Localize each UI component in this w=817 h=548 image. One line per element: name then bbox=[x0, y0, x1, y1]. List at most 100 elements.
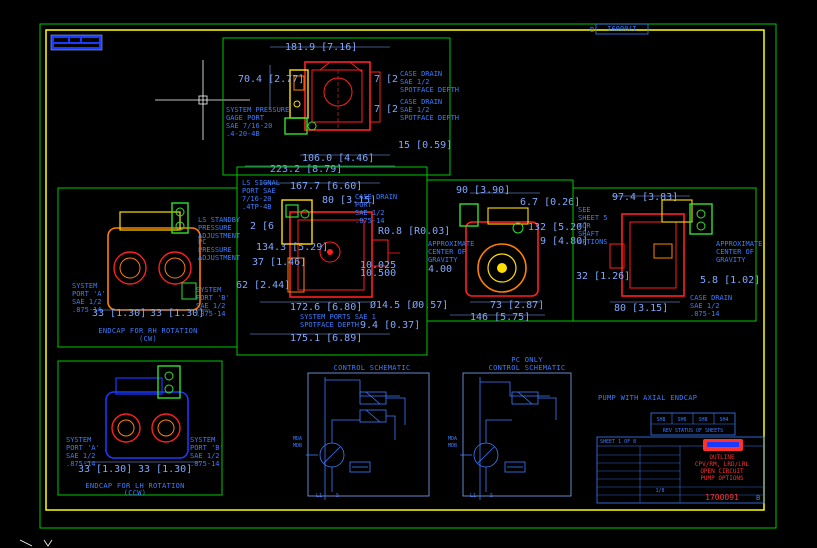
svg-text:9.4 [0.37]: 9.4 [0.37] bbox=[360, 320, 420, 331]
svg-text:5.8 [1.02]: 5.8 [1.02] bbox=[700, 275, 760, 286]
svg-text:90 [3.90]: 90 [3.90] bbox=[456, 185, 510, 196]
svg-text:33 [1.30]: 33 [1.30] bbox=[150, 308, 204, 319]
svg-text:4.00: 4.00 bbox=[428, 264, 452, 275]
svg-text:(CW): (CW) bbox=[139, 335, 157, 343]
svg-text:132 [5.20]: 132 [5.20] bbox=[528, 222, 588, 233]
svg-text:OPEN CIRCUIT: OPEN CIRCUIT bbox=[700, 468, 744, 475]
svg-text:SH8: SH8 bbox=[698, 417, 707, 423]
svg-text:32 [1.26]: 32 [1.26] bbox=[576, 271, 630, 282]
svg-text:R0.8 [R0.03]: R0.8 [R0.03] bbox=[378, 226, 450, 237]
svg-text:33 [1.30]: 33 [1.30] bbox=[92, 308, 146, 319]
company-logo bbox=[50, 34, 103, 51]
title-block[interactable]: SHEET 1 OF 8 OUTLINE CPV/RM, LRD/LRL OPE… bbox=[596, 436, 765, 504]
title-logo bbox=[703, 439, 743, 451]
svg-text:10.025: 10.025 bbox=[360, 260, 396, 271]
axial-endcap-note: PUMP WITH AXIAL ENDCAP bbox=[598, 394, 697, 402]
svg-text:106.0 [4.46]: 106.0 [4.46] bbox=[302, 153, 374, 164]
right-view[interactable]: 97.4 [3.83] 32 [1.26] 5.8 [1.02] 80 [3.1… bbox=[572, 187, 762, 322]
svg-text:146 [5.75]: 146 [5.75] bbox=[470, 312, 530, 323]
svg-text:PC ONLY: PC ONLY bbox=[511, 356, 543, 364]
svg-text:7 [2: 7 [2 bbox=[374, 104, 398, 115]
svg-text:Ø14.5 [Ø0.57]: Ø14.5 [Ø0.57] bbox=[370, 299, 448, 311]
svg-text:B: B bbox=[590, 26, 594, 34]
svg-text:MDB: MDB bbox=[293, 443, 302, 449]
svg-text:33 [1.30]: 33 [1.30] bbox=[138, 464, 192, 475]
svg-text:SH4: SH4 bbox=[719, 417, 728, 423]
control-schematic-right[interactable]: PC ONLY CONTROL SCHEMATIC MDA MDB L1 S bbox=[448, 356, 572, 500]
svg-text:CPV/RM, LRD/LRL: CPV/RM, LRD/LRL bbox=[695, 461, 750, 468]
svg-text:MDA: MDA bbox=[293, 436, 302, 442]
svg-text:CONTROL SCHEMATIC: CONTROL SCHEMATIC bbox=[489, 364, 566, 372]
svg-text:80 [3.15]: 80 [3.15] bbox=[322, 195, 376, 206]
side-view[interactable]: 167.7 [6.60] 80 [3.15] R0.8 [R0.03] 2 [6… bbox=[236, 166, 450, 356]
svg-text:S: S bbox=[490, 493, 493, 499]
revision-status-table: SH8 SH6 SH8 SH4 REV STATUS OF SHEETS bbox=[650, 412, 736, 436]
svg-text:10.500: 10.500 bbox=[360, 268, 396, 279]
svg-text:181.9 [7.16]: 181.9 [7.16] bbox=[285, 42, 357, 53]
svg-text:CONTROL SCHEMATIC: CONTROL SCHEMATIC bbox=[334, 364, 411, 372]
svg-text:167.7 [6.60]: 167.7 [6.60] bbox=[290, 181, 362, 192]
svg-text:1/8: 1/8 bbox=[655, 488, 664, 494]
svg-text:97.4 [3.83]: 97.4 [3.83] bbox=[612, 192, 678, 203]
svg-text:9 [4.80]: 9 [4.80] bbox=[540, 236, 588, 247]
top-drawing-number: 1700091 B bbox=[590, 23, 649, 35]
arrow-cursor-icon bbox=[19, 539, 53, 547]
svg-text:PUMP OPTIONS: PUMP OPTIONS bbox=[700, 475, 744, 482]
svg-text:172.6 [6.80]: 172.6 [6.80] bbox=[290, 302, 362, 313]
svg-text:SH8: SH8 bbox=[656, 417, 665, 423]
svg-text:15 [0.59]: 15 [0.59] bbox=[398, 140, 452, 151]
svg-text:2 [6: 2 [6 bbox=[250, 221, 274, 232]
svg-text:37 [1.46]: 37 [1.46] bbox=[252, 257, 306, 268]
drawing-border bbox=[45, 29, 765, 511]
svg-text:73 [2.87]: 73 [2.87] bbox=[490, 300, 544, 311]
svg-text:MDA: MDA bbox=[448, 436, 457, 442]
crosshair-cursor-icon bbox=[155, 60, 250, 140]
svg-text:MDB: MDB bbox=[448, 443, 457, 449]
svg-text:L1: L1 bbox=[470, 493, 476, 499]
outer-frame bbox=[39, 23, 777, 529]
svg-text:ENDCAP FOR LH ROTATION: ENDCAP FOR LH ROTATION bbox=[85, 482, 184, 490]
control-schematic-left[interactable]: CONTROL SCHEMATIC MDA MDB L1 S bbox=[293, 364, 430, 500]
svg-text:1700091: 1700091 bbox=[607, 24, 637, 32]
svg-text:S: S bbox=[336, 493, 339, 499]
svg-text:33 [1.30]: 33 [1.30] bbox=[78, 464, 132, 475]
svg-text:6.7 [0.26]: 6.7 [0.26] bbox=[520, 197, 580, 208]
svg-text:223.2 [8.79]: 223.2 [8.79] bbox=[270, 164, 342, 175]
svg-text:175.1 [6.89]: 175.1 [6.89] bbox=[290, 333, 362, 344]
svg-text:1700091: 1700091 bbox=[705, 493, 739, 502]
svg-text:B: B bbox=[756, 494, 760, 502]
svg-text:ENDCAP FOR RH ROTATION: ENDCAP FOR RH ROTATION bbox=[98, 327, 197, 335]
svg-text:80 [3.15]: 80 [3.15] bbox=[614, 303, 668, 314]
svg-text:SH6: SH6 bbox=[677, 417, 686, 423]
svg-text:REV STATUS OF SHEETS: REV STATUS OF SHEETS bbox=[663, 428, 723, 434]
front-view[interactable]: 90 [3.90] 6.7 [0.26] 132 [5.20] 9 [4.80]… bbox=[426, 179, 588, 323]
top-view[interactable]: 181.9 [7.16] 70.4 [2.77] 7 [2 7 [2 15 [0… bbox=[222, 37, 459, 176]
svg-text:(CCW): (CCW) bbox=[124, 489, 147, 497]
svg-text:62 [2.44]: 62 [2.44] bbox=[236, 280, 290, 291]
svg-text:134.3 [5.29]: 134.3 [5.29] bbox=[256, 242, 328, 253]
svg-text:7 [2: 7 [2 bbox=[374, 74, 398, 85]
svg-text:SHEET 1 OF 8: SHEET 1 OF 8 bbox=[600, 439, 636, 445]
svg-text:70.4 [2.77]: 70.4 [2.77] bbox=[238, 74, 304, 85]
svg-text:OUTLINE: OUTLINE bbox=[709, 454, 735, 461]
svg-text:L1: L1 bbox=[316, 493, 322, 499]
